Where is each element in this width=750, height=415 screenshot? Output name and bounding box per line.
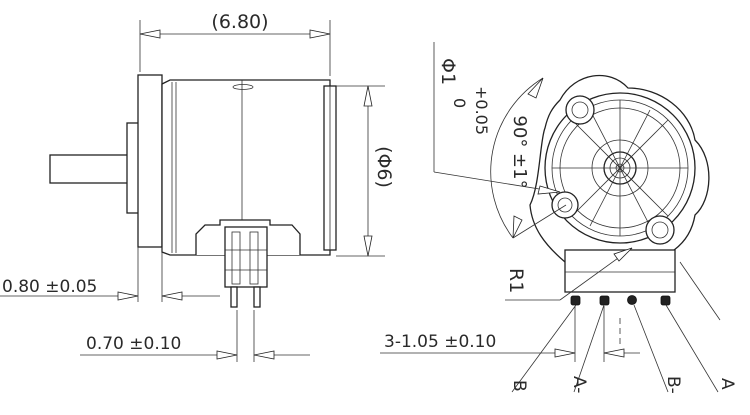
pin-label-b-minus: B- [663, 376, 683, 394]
pin-label-b: B [509, 380, 529, 392]
dim-arrow [603, 348, 625, 358]
dim-arrow [309, 29, 331, 39]
angle-arc [490, 77, 544, 239]
dim-arrow [537, 185, 561, 195]
flange-dim-label: 0.80 ±0.05 [2, 277, 97, 297]
hole-tol-upper: +0.05 [472, 86, 491, 135]
mounting-hole-inner [557, 197, 573, 213]
shaft [49, 154, 131, 184]
pin-label-a: A [717, 378, 737, 390]
shaft-collar [126, 122, 140, 214]
dim-arrow [613, 247, 633, 262]
dim-arrow [527, 77, 544, 99]
front-flange [137, 74, 163, 248]
dim-arrow [117, 291, 139, 301]
body-circle-outer [544, 92, 696, 244]
angle-dim-label: 90° ±1° [509, 115, 530, 188]
angle-leader [512, 204, 567, 239]
pitch-dim-label: 3-1.05 ±0.10 [384, 332, 496, 352]
radial-line [589, 109, 651, 227]
dim-arrow [161, 291, 183, 301]
dim-arrow [216, 350, 238, 360]
dim-arrow [363, 235, 373, 257]
dim-arrow [139, 29, 161, 39]
pin-label-a-minus: A- [569, 376, 589, 393]
dim-arrow [554, 348, 576, 358]
hole-dia-label: Φ1 [437, 58, 459, 85]
diameter-dim-label: (Φ6) [373, 146, 395, 188]
hole-tol-lower: 0 [450, 98, 469, 108]
length-dim-label: (6.80) [211, 11, 268, 33]
mounting-hole-inner [651, 221, 669, 239]
terminal-pin [599, 295, 610, 306]
mounting-hole [565, 95, 595, 125]
terminal-pin [660, 295, 671, 306]
pin-leader [511, 304, 577, 393]
pin-leader [573, 304, 605, 393]
dim-arrow [253, 350, 275, 360]
pin-left [230, 286, 238, 308]
dim-arrow [363, 85, 373, 107]
pin-leader [679, 261, 721, 321]
hole-leader [433, 171, 559, 193]
terminal-housing [224, 226, 268, 288]
side-view: (6.80) (Φ6) 0.80 ±0.05 0.70 ±0.10 [0, 11, 395, 362]
terminal-pin [627, 295, 637, 305]
mounting-hole [645, 215, 675, 245]
pin-right [253, 286, 261, 308]
end-view: 90° ±1° Φ1 +0.05 0 R1 3-1.05 ±0.10 B A- … [380, 42, 737, 394]
pin-leader [665, 304, 719, 393]
mounting-hole-inner [571, 101, 589, 119]
terminal-slot [249, 231, 259, 285]
terminal-pin [570, 295, 581, 306]
radius-dim-label: R1 [505, 268, 527, 293]
dim-arrow [512, 215, 523, 239]
pin-leader [633, 304, 669, 393]
pin-dim-label: 0.70 ±0.10 [86, 334, 181, 354]
terminal-slot [231, 231, 241, 285]
mounting-hole [551, 191, 579, 219]
top-tab [232, 84, 254, 90]
